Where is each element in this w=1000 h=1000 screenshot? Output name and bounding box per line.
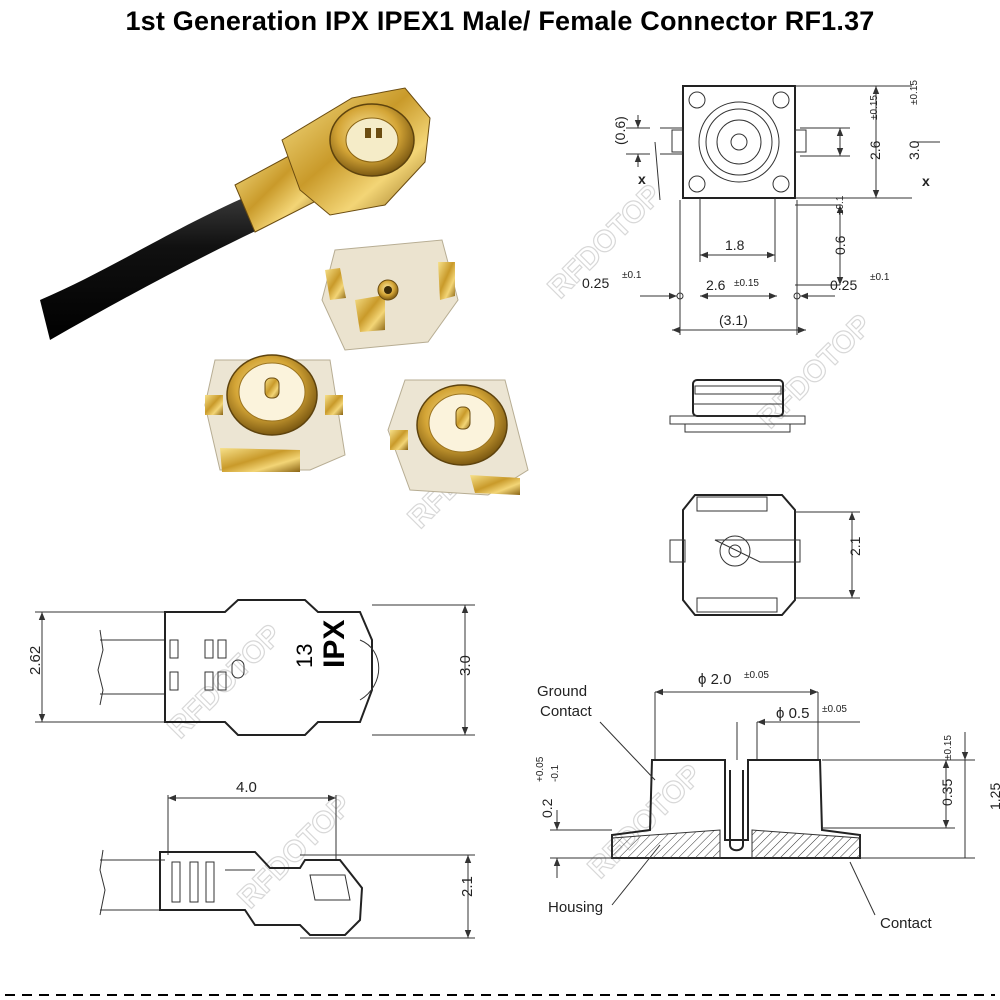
dim-0-35-tol: ±0.15	[943, 735, 954, 760]
watermark: RFDOTOP	[162, 618, 289, 745]
dim-0-6: (0.6)	[612, 116, 628, 145]
dim-1-25: 1.25	[987, 783, 1000, 810]
dim-0-2-tol-minus: -0.1	[550, 764, 561, 782]
dim-2-6-vertical-tol: ±0.15	[869, 95, 880, 120]
dim-0-2-tol-plus: +0.05	[535, 756, 546, 782]
dim-0-25-right: 0.25	[830, 277, 857, 293]
dim-3-0-vertical: 3.0	[906, 140, 922, 160]
bottom-view-drawing	[669, 494, 860, 616]
marking-13: 13	[292, 644, 317, 668]
dim-2-62: 2.62	[27, 646, 44, 675]
housing-label: Housing	[548, 899, 603, 916]
dim-0-35: 0.35	[939, 779, 955, 806]
section-drawing	[550, 688, 975, 916]
dim-0-25-left-tol: ±0.1	[622, 270, 642, 281]
dim-2-6-horizontal: 2.6	[706, 277, 726, 293]
dim-1-8: 1.8	[725, 237, 745, 253]
page-title: 1st Generation IPX IPEX1 Male/ Female Co…	[125, 6, 875, 36]
cable-connector-photo	[40, 87, 431, 340]
dim-2-1-plug: 2.1	[459, 876, 476, 897]
marking-ipx: IPX	[318, 620, 351, 668]
dim-3-1: (3.1)	[719, 312, 748, 328]
side-view-drawing	[669, 379, 806, 433]
connector-receptacle-photo-left	[204, 354, 346, 472]
dim-0-6-vertical-tol: ±0.1	[835, 195, 846, 215]
dim-0-2: 0.2	[539, 798, 555, 818]
dim-0-25-left: 0.25	[582, 275, 609, 291]
contact-label: Contact	[880, 915, 933, 932]
dim-3-0-vertical-tol: ±0.15	[909, 80, 920, 105]
connector-top-photo	[321, 239, 459, 351]
plug-top-drawing	[35, 599, 475, 736]
section-labels: Ground Contact ϕ 2.0 ±0.05 ϕ 0.5 ±0.05 0…	[535, 670, 1000, 932]
dim-0-6-vertical: 0.6	[832, 235, 848, 255]
dim-phi-2-0: ϕ 2.0	[698, 671, 731, 688]
dim-phi-0-5: ϕ 0.5	[776, 705, 809, 722]
dim-0-25-right-tol: ±0.1	[870, 272, 890, 283]
dim-2-6-vertical: 2.6	[867, 140, 883, 160]
dim-2-1-bottom: 2.1	[847, 536, 863, 556]
ground-contact-label-line1: Ground	[537, 683, 587, 700]
top-view-drawing	[626, 85, 940, 335]
plug-side-dimensions: 4.0 2.1	[236, 779, 476, 897]
section-marker-right: x	[922, 173, 930, 189]
dim-phi-0-5-tol: ±0.05	[822, 704, 847, 715]
watermark: RFDOTOP	[582, 758, 709, 885]
dim-3-0-plug: 3.0	[457, 655, 474, 676]
dim-2-6-horizontal-tol: ±0.15	[734, 278, 759, 289]
plug-side-drawing	[99, 794, 475, 939]
dim-4-0: 4.0	[236, 779, 257, 796]
dim-phi-2-0-tol: ±0.05	[744, 670, 769, 681]
top-view-dimensions: (0.6) x 2.6 ±0.15 3.0 ±0.15 x 1.8 0.6 ±0…	[582, 80, 930, 328]
ground-contact-label-line2: Contact	[540, 703, 593, 720]
plug-top-dimensions: 2.62 3.0 IPX 13	[27, 620, 474, 676]
section-marker-left: x	[638, 171, 646, 187]
watermarks: RFDOTOP RFDOTOP RFDOTOP RFDOTOP RFDOTOP …	[161, 178, 879, 916]
connector-receptacle-photo-right	[387, 379, 529, 496]
